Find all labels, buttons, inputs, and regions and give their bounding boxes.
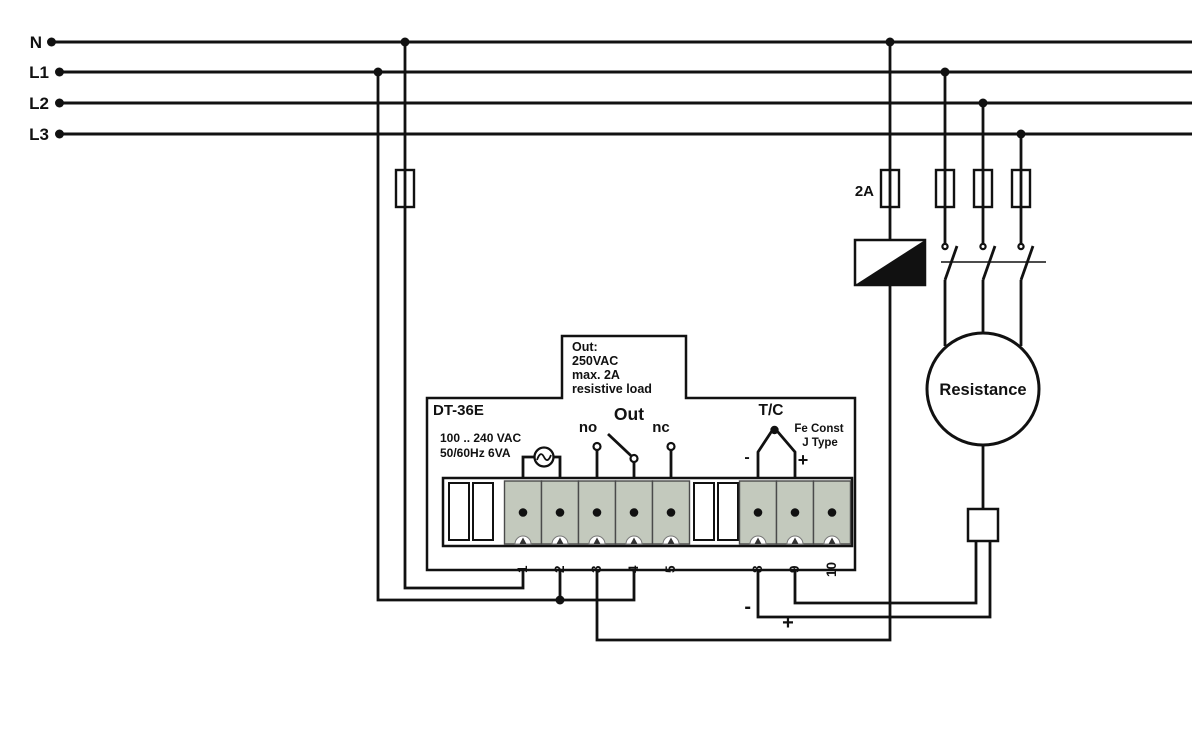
phase-branch-l3 — [1019, 134, 1035, 346]
terminal-cell-4 — [614, 480, 654, 545]
output-note: Out: 250VAC max. 2A resistive load — [572, 340, 652, 396]
terminal-cell-1 — [503, 480, 543, 545]
blank-terminal — [693, 482, 715, 541]
ac-wave-icon — [536, 453, 552, 461]
junction-dot — [555, 595, 565, 605]
tc-type-line2: J Type — [802, 437, 838, 449]
terminal-label-10: 10 — [824, 562, 839, 577]
terminal-cell-5 — [651, 480, 691, 545]
coil-fill-triangle — [855, 240, 925, 285]
terminal-cell-8 — [738, 480, 778, 545]
terminal-cell-9 — [775, 480, 815, 545]
terminal-label-3: 3 — [589, 565, 604, 573]
tc-stub-neg — [756, 430, 773, 478]
terminal-screw — [827, 508, 837, 517]
relay-blade — [607, 432, 632, 457]
terminal-cell-2 — [540, 480, 580, 545]
power-rail-l1: L1 — [29, 63, 1192, 82]
tc-pos-label: + — [798, 450, 809, 470]
junction-dot — [373, 67, 383, 77]
sensor-neg-label: - — [744, 596, 751, 618]
contact-pivot-l1 — [941, 242, 949, 251]
terminal-label-1: 1 — [515, 565, 530, 573]
output-note-line2: 250VAC — [572, 354, 618, 368]
junction-dot — [885, 37, 895, 47]
sensor-lead-neg — [756, 541, 992, 619]
relay-contact-no — [592, 441, 602, 452]
supply-stub-terminal2 — [553, 455, 562, 478]
supply-rating-line1: 100 .. 240 VAC — [440, 431, 521, 445]
phase-branch-l2 — [981, 103, 997, 333]
supply-rating-line2: 50/60Hz 6VA — [440, 446, 511, 460]
relay-no-label: no — [579, 419, 597, 436]
terminal-screw — [555, 508, 565, 517]
blank-terminal — [448, 482, 470, 541]
junction-dot — [1016, 129, 1026, 139]
output-note-line3: max. 2A — [572, 368, 620, 382]
supply-stub-terminal1 — [521, 455, 535, 478]
contactor-coil — [853, 238, 927, 287]
relay-nc-label: nc — [652, 419, 670, 436]
tc-type-line1: Fe Const — [794, 423, 843, 435]
relay-contact-nc — [666, 441, 676, 452]
terminal-screw — [753, 508, 763, 517]
rail-label-l3: L3 — [29, 125, 49, 144]
contact-blade-l1 — [943, 245, 959, 281]
relay-out-label: Out — [614, 404, 644, 424]
tc-label: T/C — [759, 402, 784, 419]
terminal-screw — [629, 508, 639, 517]
contact-blade-l2 — [981, 245, 997, 281]
wire-coil-to-terminal3 — [595, 285, 892, 642]
device-model: DT-36E — [433, 402, 484, 419]
rail-label-n: N — [30, 33, 42, 52]
terminal-label-4: 4 — [626, 565, 641, 573]
contact-pivot-l3 — [1017, 242, 1025, 251]
junction-dot — [940, 67, 950, 77]
coil-fuse-label: 2A — [855, 183, 874, 200]
junction-dot — [400, 37, 410, 47]
rail-label-l2: L2 — [29, 94, 49, 113]
terminal-label-2: 2 — [552, 565, 567, 573]
tc-stub-pos — [776, 430, 797, 478]
terminal-strip — [441, 476, 854, 548]
blank-terminal — [717, 482, 739, 541]
sensor-lead-pos — [793, 541, 978, 605]
sensor-pos-label: + — [782, 612, 794, 634]
terminal-label-8: 8 — [750, 565, 765, 573]
terminal-label-5: 5 — [663, 565, 678, 573]
output-note-line4: resistive load — [572, 382, 652, 396]
contact-pivot-l2 — [979, 242, 987, 251]
rail-label-l1: L1 — [29, 63, 49, 82]
blank-terminal — [472, 482, 494, 541]
terminal-label-9: 9 — [787, 565, 802, 573]
phase-branch-l1 — [943, 72, 959, 346]
tc-neg-label: - — [744, 449, 749, 466]
junction-dot — [978, 98, 988, 108]
temperature-sensor: - + — [744, 445, 1000, 634]
output-note-line1: Out: — [572, 340, 598, 354]
supply-rating: 100 .. 240 VAC 50/60Hz 6VA — [440, 431, 562, 478]
terminal-screw — [790, 508, 800, 517]
thermocouple-input: T/C - + Fe Const J Type — [744, 402, 844, 478]
contact-blade-l3 — [1019, 245, 1035, 281]
relay-contact-common — [629, 453, 639, 464]
load-label: Resistance — [939, 381, 1026, 399]
terminal-numbers: 1 2 3 4 5 8 9 10 — [515, 562, 839, 577]
terminal-screw — [666, 508, 676, 517]
power-rail-l3: L3 — [29, 125, 1192, 144]
power-rail-l2: L2 — [29, 94, 1192, 113]
terminal-screw — [518, 508, 528, 517]
power-rail-n: N — [30, 33, 1192, 52]
terminal-screw — [592, 508, 602, 517]
tc-junction-dot — [770, 425, 779, 435]
wire-l1-to-terminal4 — [376, 72, 636, 602]
terminal-cell-10 — [812, 480, 852, 545]
resistance-load: Resistance — [925, 331, 1041, 447]
relay-output: no Out nc — [579, 404, 676, 478]
terminal-cell-3 — [577, 480, 617, 545]
sensor-body — [966, 507, 1000, 543]
